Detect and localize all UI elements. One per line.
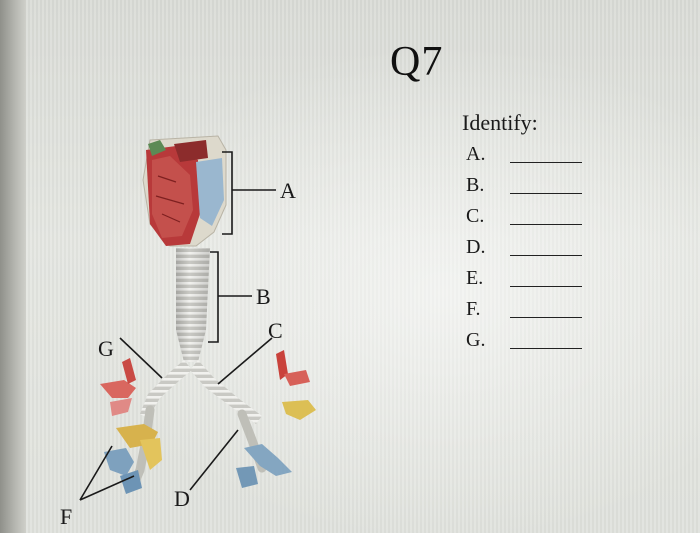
bracket-a: [222, 151, 233, 235]
label-c: C: [268, 318, 283, 343]
leader-f-lower: [79, 475, 135, 501]
leader-g: [119, 337, 163, 379]
monitor-edge: [0, 0, 26, 533]
segmental-bronchi: [100, 350, 316, 494]
answer-blank: [510, 193, 582, 194]
label-a: A: [280, 178, 296, 203]
answer-row-c: C.: [466, 205, 596, 236]
answer-row-d: D.: [466, 236, 596, 267]
answer-blank: [510, 286, 582, 287]
answer-letter: E.: [466, 267, 484, 289]
leader-d: [189, 429, 239, 491]
answer-row-a: A.: [466, 143, 596, 174]
answer-row-b: B.: [466, 174, 596, 205]
trachea-model: [176, 248, 210, 362]
answer-blank: [510, 224, 582, 225]
answer-letter: A.: [466, 143, 486, 165]
answer-letter: C.: [466, 205, 485, 227]
leader-c: [217, 337, 273, 385]
answer-row-e: E.: [466, 267, 596, 298]
label-lines: [79, 151, 276, 501]
answer-list: A. B. C. D. E. F. G.: [466, 143, 596, 360]
answer-row-f: F.: [466, 298, 596, 329]
answer-blank: [510, 162, 582, 163]
label-g: G: [98, 336, 114, 361]
answer-row-g: G.: [466, 329, 596, 360]
question-title: Q7: [390, 39, 444, 85]
answer-letter: D.: [466, 236, 486, 258]
answer-blank: [510, 348, 582, 349]
label-d: D: [174, 486, 190, 511]
identify-heading: Identify:: [462, 110, 538, 135]
answer-letter: B.: [466, 174, 485, 196]
leader-f-upper: [79, 445, 113, 501]
answer-blank: [510, 255, 582, 256]
larynx-model: [142, 135, 227, 247]
answer-letter: F.: [466, 298, 481, 320]
answer-letter: G.: [466, 329, 486, 351]
answer-blank: [510, 317, 582, 318]
label-b: B: [256, 284, 271, 309]
bracket-b: [208, 251, 219, 343]
label-f: F: [60, 504, 72, 529]
